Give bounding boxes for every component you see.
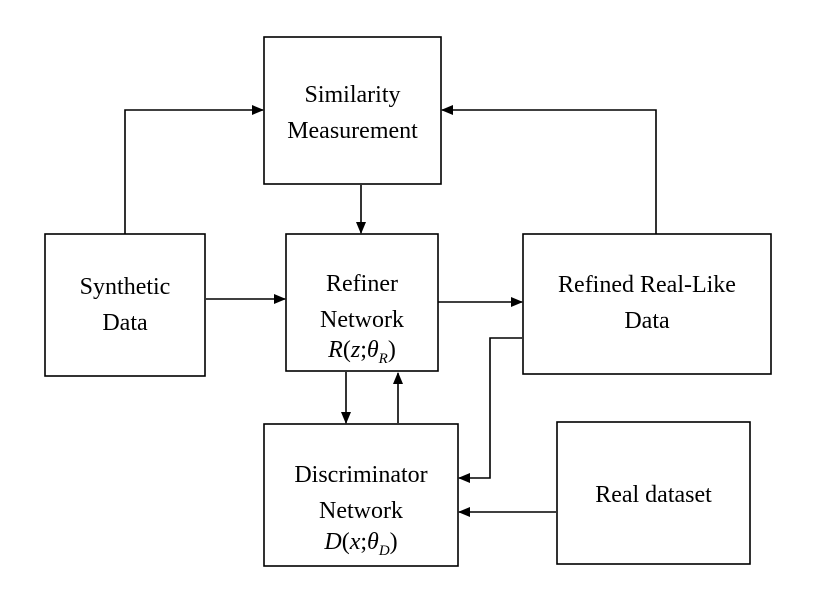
discriminator-line2: Network — [319, 498, 403, 524]
discriminator-line1: Discriminator — [294, 462, 427, 488]
edge-refined-to-discriminator — [458, 337, 522, 483]
node-similarity-measurement: Similarity Measurement — [263, 36, 442, 185]
synthetic-line1: Synthetic — [80, 274, 171, 300]
node-real-dataset: Real dataset — [556, 421, 751, 565]
refiner-line2: Network — [320, 307, 404, 333]
refiner-formula: R(z;θR) — [327, 337, 396, 367]
refined-line2: Data — [624, 308, 670, 334]
refined-line1: Refined Real-Like — [558, 272, 736, 298]
synthetic-line2: Data — [102, 310, 148, 336]
similarity-line2: Measurement — [287, 118, 418, 144]
similarity-line1: Similarity — [305, 82, 401, 108]
refiner-line1: Refiner — [326, 271, 398, 297]
node-refiner-network: Refiner Network R(z;θR) — [285, 233, 439, 372]
node-synthetic-data: Synthetic Data — [44, 233, 206, 377]
edge-refined-to-similarity — [441, 105, 657, 234]
edge-synthetic-to-similarity — [124, 105, 264, 234]
node-discriminator-network: Discriminator Network D(x;θD) — [263, 423, 459, 567]
edges — [124, 105, 657, 517]
discriminator-formula: D(x;θD) — [323, 529, 397, 559]
real-line1: Real dataset — [595, 482, 712, 508]
node-refined-real-like-data: Refined Real-Like Data — [522, 233, 772, 375]
